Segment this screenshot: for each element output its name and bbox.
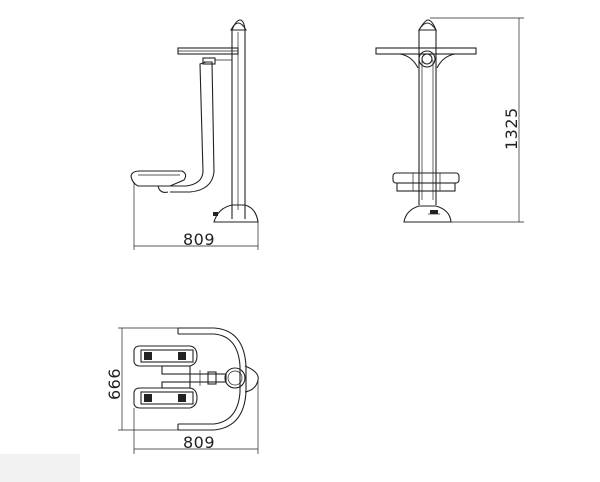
front-view-pedals [392, 172, 460, 184]
top-view-handlebar [178, 327, 247, 431]
side-view-base [213, 204, 259, 223]
top-view-post [224, 367, 246, 389]
top-view-pedal-lower [133, 387, 198, 409]
corner-patch [0, 454, 80, 482]
front-view-base [403, 205, 452, 223]
side-view: 809 [130, 19, 259, 250]
top-view-width-label: 809 [183, 433, 215, 452]
front-view: 1325 [375, 17, 524, 223]
side-view-pedal [130, 170, 187, 187]
side-view-swing-arm [170, 61, 215, 193]
top-view: 666 809 [105, 327, 259, 454]
top-view-depth-label: 666 [105, 368, 124, 400]
front-view-height-label: 1325 [502, 107, 521, 150]
front-view-pivot [418, 50, 436, 68]
side-view-width-label: 809 [183, 230, 215, 249]
top-view-pedal-upper [133, 345, 198, 367]
